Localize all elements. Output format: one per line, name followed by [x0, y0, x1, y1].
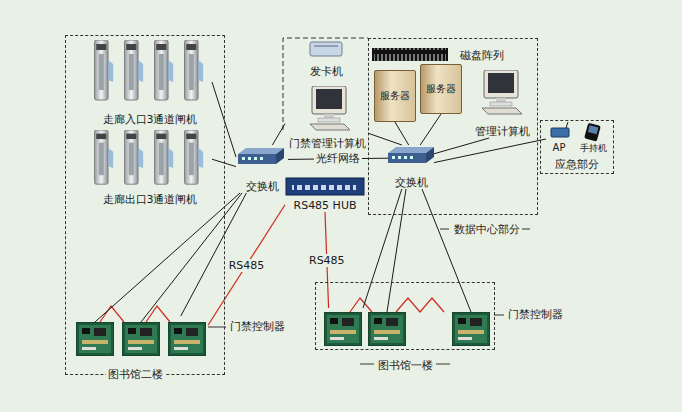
- ap-icon: [551, 122, 569, 137]
- device-label: RS485 HUB: [294, 199, 357, 212]
- network-switch: 交换机: [236, 145, 288, 193]
- device-label: 服务器: [380, 90, 410, 102]
- network-switch: 交换机: [388, 145, 434, 189]
- computer: 门禁管理计算机: [285, 84, 369, 150]
- door-controller: 门禁控制器: [72, 316, 208, 362]
- device-label: 走廊入口3通道闸机: [103, 113, 198, 126]
- device-label: 发卡机: [310, 65, 343, 78]
- disk-array: 磁盘阵列: [370, 46, 504, 64]
- zone-label: 图书馆二楼: [106, 368, 165, 381]
- connector: [208, 205, 285, 325]
- device-label: 手持机: [580, 143, 607, 154]
- door-controller: 门禁控制器: [320, 308, 492, 348]
- device-label: 走廊出口3通道闸机: [103, 193, 198, 206]
- computer-icons: [310, 70, 522, 130]
- connector: [420, 114, 441, 145]
- device-label: 门禁控制器: [230, 320, 285, 333]
- device-label: AP: [553, 142, 566, 154]
- device-label: 交换机: [395, 176, 428, 189]
- hub-icon: [286, 178, 364, 195]
- gate-group: 走廊出口3通道闸机: [88, 128, 212, 206]
- handheld-terminal: 手持机: [575, 122, 611, 154]
- edge-label: RS485: [307, 254, 347, 267]
- device-label: 磁盘阵列: [460, 49, 504, 62]
- device-label: 门禁控制器: [508, 308, 563, 321]
- device-label: 管理计算机: [475, 125, 530, 138]
- connector: [434, 138, 489, 154]
- connector: [181, 193, 247, 316]
- emergency-zone: 应急部分 AP 手持机: [540, 120, 614, 174]
- connector: [212, 159, 236, 166]
- device-label: 服务器: [426, 83, 456, 95]
- access-point: AP: [546, 124, 572, 154]
- rs485-hub: RS485 HUB: [285, 176, 365, 212]
- connector: [395, 122, 409, 145]
- gate-icons: [95, 40, 204, 184]
- data-center-zone: 数据中心部分磁盘阵列服务器服务器管理计算机交换机: [368, 38, 538, 215]
- edge-label: 光纤网络: [314, 152, 362, 165]
- connector: [212, 82, 236, 157]
- zone-label: 图书馆一楼: [376, 359, 435, 372]
- connector: [369, 134, 402, 146]
- gate-group: 走廊入口3通道闸机: [88, 38, 212, 126]
- server: 服务器: [374, 70, 416, 122]
- connector: [272, 124, 285, 145]
- connector: [434, 139, 546, 163]
- zone-label: 应急部分: [553, 158, 601, 171]
- edge-label: RS485: [227, 259, 267, 272]
- floor-zone: 图书馆一楼门禁控制器: [315, 282, 495, 350]
- card-issuer-icon: [310, 42, 342, 56]
- rs485-bus: [100, 298, 444, 322]
- server: 服务器: [420, 64, 462, 114]
- card-issuer: 发卡机: [302, 36, 350, 78]
- disk-array-icon: [372, 48, 448, 61]
- handheld-icon: [584, 123, 601, 142]
- floor-zone: 图书馆二楼走廊入口3通道闸机走廊出口3通道闸机门禁控制器: [65, 35, 225, 375]
- device-label: 门禁管理计算机: [289, 137, 366, 150]
- device-label: 交换机: [246, 180, 279, 193]
- zone-border: [283, 38, 368, 130]
- computer: 管理计算机: [470, 68, 534, 138]
- zone-label: 数据中心部分: [452, 223, 522, 236]
